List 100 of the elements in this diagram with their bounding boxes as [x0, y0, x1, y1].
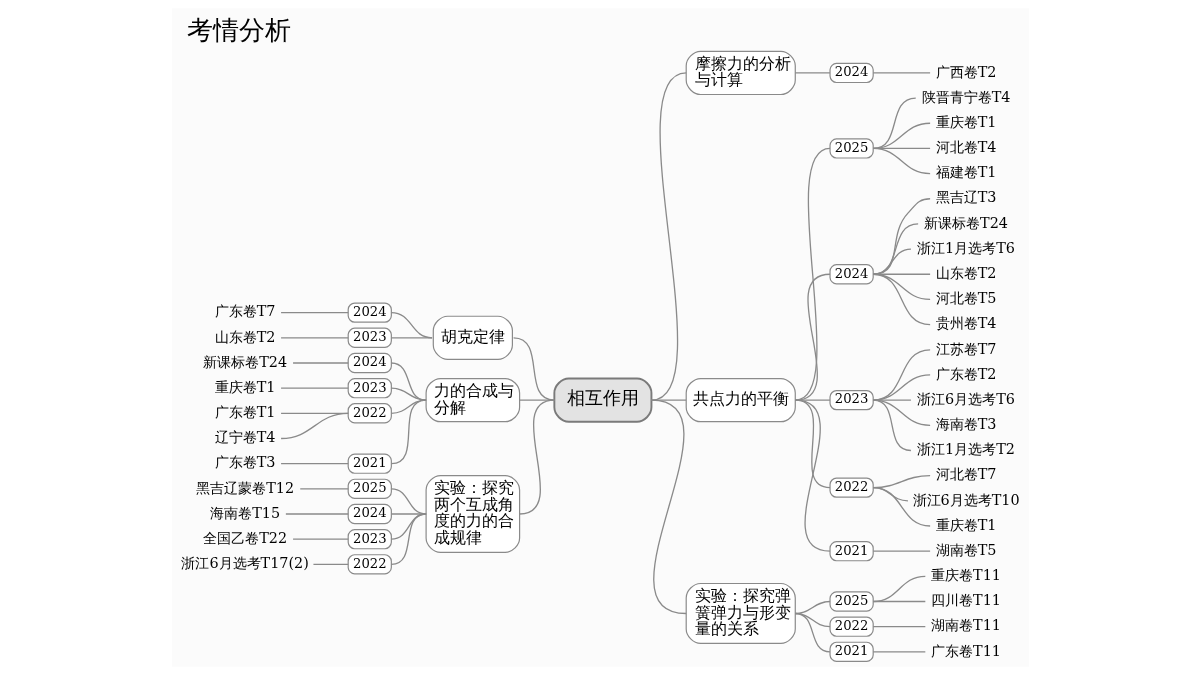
connector [872, 399, 912, 452]
connector [872, 486, 909, 502]
node-text: 新课标卷T24 [923, 214, 1008, 231]
node-box: 2022 [828, 616, 874, 637]
node-text: 四川卷T11 [930, 592, 1001, 609]
node-text: 辽宁卷T4 [214, 429, 275, 446]
node-box: 2022 [347, 403, 392, 424]
node-text: 浙江6月选考T10 [912, 491, 1020, 508]
connector [794, 72, 831, 74]
node-box: 2024 [347, 352, 392, 374]
node-text: 河北卷T7 [935, 466, 996, 483]
node-text: 山东卷T2 [214, 328, 275, 345]
node-box: 2023 [347, 377, 392, 399]
node-box: 实验：探究弹簧弹力与形变量的关系 [685, 582, 796, 645]
node-text: 黑吉辽T3 [935, 189, 996, 206]
connector [390, 311, 433, 339]
connector [512, 337, 555, 401]
connector [291, 538, 349, 540]
node-text: 浙江1月选考T2 [916, 441, 1015, 458]
node-text: 广东卷T7 [214, 303, 275, 320]
connector [279, 311, 349, 314]
connector [794, 612, 831, 653]
connector [284, 513, 349, 515]
connector [390, 488, 427, 515]
node-box: 相互作用 [552, 377, 652, 423]
node-box: 胡克定律 [432, 315, 513, 360]
node-text: 广东卷T2 [935, 365, 996, 382]
node-text: 浙江6月选考T17(2) [180, 555, 309, 572]
connector [872, 575, 926, 603]
connector [291, 362, 349, 364]
node-text: 重庆卷T11 [930, 567, 1001, 584]
node-text: 山东卷T2 [935, 264, 996, 281]
node-text: 全国乙卷T22 [202, 529, 287, 546]
node-box: 2022 [347, 554, 392, 575]
node-text: 浙江1月选考T6 [916, 239, 1015, 256]
node-text: 广东卷T11 [930, 642, 1001, 659]
connector [872, 651, 926, 653]
node-box: 2024 [347, 302, 392, 323]
node-text: 浙江6月选考T6 [916, 390, 1015, 407]
connector [872, 486, 931, 527]
node-box: 2023 [828, 389, 874, 411]
connector [872, 399, 931, 426]
node-text: 江苏卷T7 [935, 340, 996, 357]
connector [390, 513, 427, 565]
connector [299, 488, 349, 490]
node-text: 新课标卷T24 [202, 353, 287, 370]
node-box: 2025 [828, 591, 874, 612]
node-box: 共点力的平衡 [685, 377, 796, 423]
node-text: 贵州卷T4 [935, 315, 996, 332]
connector [872, 72, 931, 74]
connector [794, 273, 831, 401]
connector [872, 349, 931, 401]
diagram-title: 考情分析 [186, 14, 291, 45]
node-box: 2021 [828, 641, 874, 662]
node-text: 河北卷T4 [935, 139, 996, 156]
connector [872, 198, 931, 275]
connector [872, 550, 931, 552]
node-box: 2023 [347, 529, 392, 550]
connector [872, 97, 916, 150]
connector [872, 600, 926, 603]
node-text: 黑吉辽蒙卷T12 [195, 479, 294, 496]
connector [279, 337, 349, 339]
connector [650, 399, 687, 401]
node-box: 力的合成与分解 [425, 377, 520, 423]
node-text: 重庆卷T1 [214, 378, 275, 395]
connector [872, 374, 931, 401]
node-box: 2025 [347, 478, 392, 499]
node-box: 2024 [347, 503, 392, 525]
node-text: 湖南卷T11 [930, 617, 1001, 634]
node-box: 2021 [347, 453, 392, 474]
node-box: 摩擦力的分析与计算 [685, 50, 796, 96]
connector [794, 399, 831, 401]
connector [279, 387, 349, 389]
node-text: 重庆卷T1 [935, 516, 996, 533]
connector [872, 147, 931, 175]
node-text: 福建卷T1 [935, 164, 996, 181]
connector [794, 147, 831, 401]
node-text: 广西卷T2 [935, 63, 996, 80]
connector [279, 412, 349, 440]
connector [872, 626, 926, 628]
node-box: 2024 [828, 264, 874, 285]
node-box: 2022 [828, 477, 874, 498]
connector [390, 387, 427, 401]
connector [650, 399, 687, 615]
connector [518, 399, 555, 515]
node-box: 2025 [828, 138, 874, 159]
connector [390, 362, 427, 401]
connector [312, 563, 349, 565]
node-text: 陕晋青宁卷T4 [921, 88, 1010, 105]
node-box: 2023 [347, 327, 392, 348]
node-text: 海南卷T15 [209, 504, 280, 521]
node-box: 2024 [828, 62, 874, 84]
node-text: 湖南卷T5 [935, 541, 996, 558]
connector [872, 399, 912, 401]
connector [872, 223, 919, 275]
connector [279, 463, 349, 465]
node-text: 海南卷T3 [935, 416, 996, 433]
node-box: 实验：探究两个互成角度的力的合成规律 [425, 475, 520, 553]
connector [518, 399, 555, 401]
node-text: 广东卷T3 [214, 454, 275, 471]
